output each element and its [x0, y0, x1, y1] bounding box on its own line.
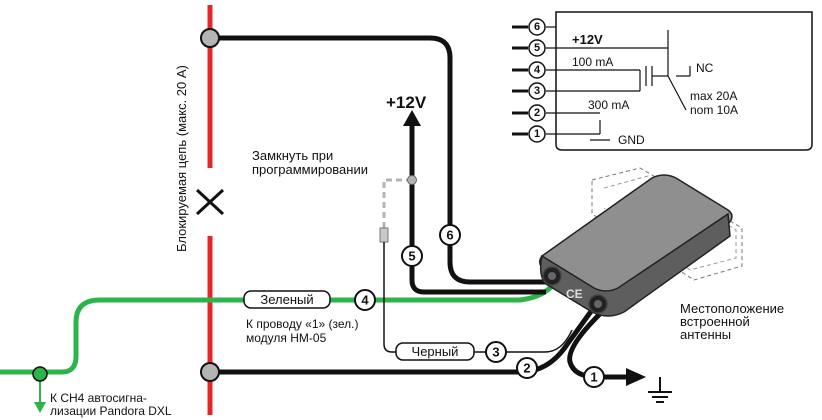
svg-text:6: 6 [446, 228, 453, 243]
jumper-connector [379, 227, 389, 243]
ground-arrow-icon [626, 368, 646, 386]
schematic-pin-3: 3 [528, 82, 546, 100]
wire-3 [383, 242, 573, 353]
schematic-100ma: 100 mA [572, 55, 613, 69]
black-label: Черный [412, 344, 459, 359]
bottom-junction-dot [200, 362, 220, 382]
schematic-pin-2: 2 [528, 104, 546, 122]
wire-1 [567, 306, 628, 380]
schematic-max: max 20A [690, 89, 737, 103]
antenna-label-2: встроенной [680, 314, 750, 329]
ce-mark: CE [566, 287, 583, 301]
svg-text:5: 5 [408, 249, 415, 264]
wire-number-1: 1 [583, 366, 605, 388]
wire-number-3: 3 [485, 341, 507, 363]
close-programming-label-2: программировании [252, 162, 368, 177]
antenna-zone-dashed [591, 167, 743, 281]
wire-number-6: 6 [439, 224, 461, 246]
wire-number-5: 5 [401, 245, 423, 267]
wire-number-4: 4 [354, 289, 376, 311]
pin-stubs [512, 25, 528, 136]
svg-text:4: 4 [361, 293, 369, 308]
to-ch4-label-2: лизации Pandora DXL [50, 404, 172, 418]
top-junction-dot [200, 28, 220, 48]
schematic-pin-4: 4 [528, 61, 546, 79]
relay-module: CE [539, 167, 743, 317]
antenna-label-1: Местоположение [680, 301, 784, 316]
wire-6 [210, 35, 548, 285]
blocked-circuit-label: Блокируемая цепь (макс. 20 А) [174, 65, 189, 252]
schematic-box: 6 5 4 3 2 1 +12V 100 mA 300 mA NC max 20… [512, 11, 813, 151]
to-wire1-label-2: модуля HM-05 [246, 331, 327, 345]
svg-text:6: 6 [534, 21, 540, 33]
svg-text:2: 2 [534, 107, 540, 119]
black-label-box [395, 342, 475, 361]
svg-text:5: 5 [534, 42, 540, 54]
green-wire [0, 280, 558, 375]
green-label-box [243, 290, 331, 309]
schematic-300ma: 300 mA [588, 98, 629, 112]
ground-icon [648, 377, 672, 403]
wire-number-2: 2 [516, 357, 538, 379]
svg-text:3: 3 [492, 345, 499, 360]
schematic-pin-6: 6 [528, 18, 546, 36]
module-front [539, 212, 731, 317]
green-label: Зеленый [260, 292, 313, 307]
green-junction-dot [32, 366, 48, 382]
wire-5 [409, 120, 546, 295]
jumper-junction-dot [407, 175, 417, 185]
svg-text:2: 2 [523, 361, 530, 376]
programming-jumper-dashed [382, 178, 412, 232]
schematic-nom: nom 10A [690, 103, 738, 117]
schematic-12v: +12V [572, 32, 603, 47]
svg-text:1: 1 [534, 128, 540, 140]
schematic-pin-1: 1 [528, 125, 546, 143]
close-programming-label-1: Замкнуть при [252, 148, 333, 163]
plus12v-arrow-icon [403, 110, 421, 126]
schematic-nc: NC [696, 61, 714, 75]
antenna-label-3: антенны [680, 327, 731, 342]
schematic-gnd: GND [618, 133, 645, 147]
svg-text:4: 4 [534, 64, 541, 76]
plus12v-label: +12V [386, 93, 427, 112]
to-wire1-label-1: К проводу «1» (зел.) [246, 317, 358, 331]
svg-text:3: 3 [534, 85, 540, 97]
svg-text:1: 1 [590, 370, 597, 385]
schematic-pin-5: 5 [528, 39, 546, 57]
to-ch4-label-1: К СН4 автосигна- [50, 391, 147, 405]
ch4-arrow-icon [34, 402, 46, 413]
break-x-icon [195, 188, 225, 216]
